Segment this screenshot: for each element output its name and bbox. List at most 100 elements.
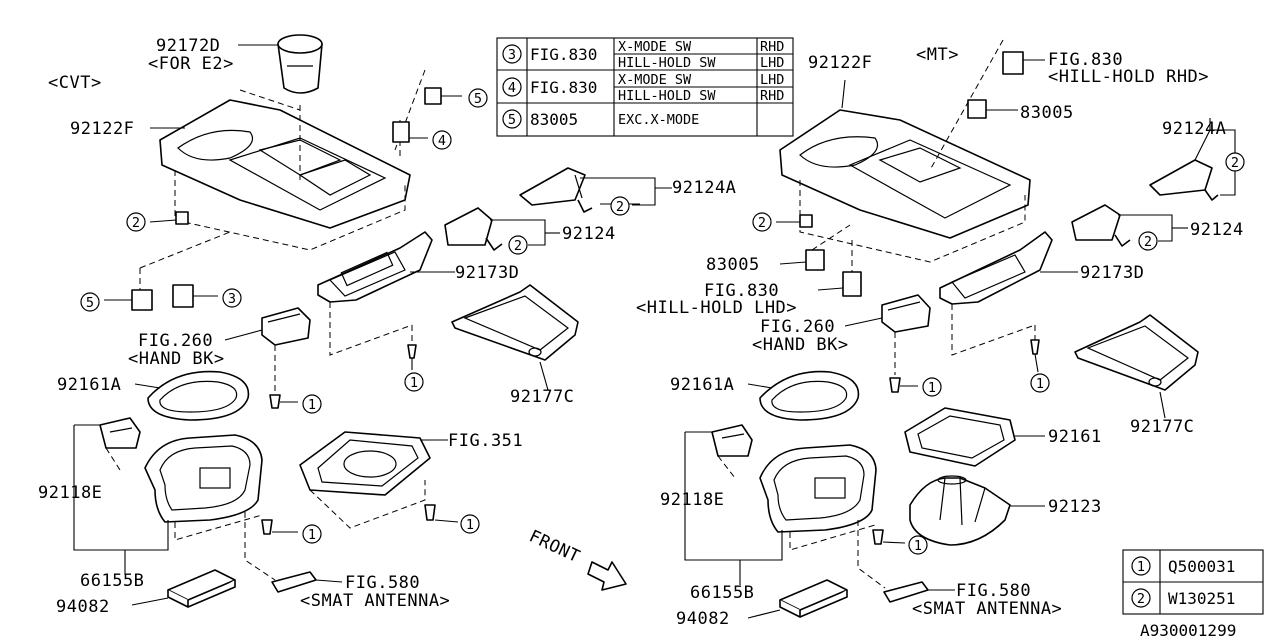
legend-callout-4 — [502, 77, 522, 97]
label-cvt-92124A: 92124A — [672, 178, 736, 198]
label-mt-fig830-lhd: FIG.830 — [704, 281, 779, 301]
legend-table-bottom: 1 Q500031 2 W130251 — [1122, 549, 1264, 615]
label-mt-92161A: 92161A — [670, 375, 734, 395]
switch-5 — [131, 289, 153, 311]
screw-mt-c — [872, 529, 884, 545]
screw-mt-a — [889, 377, 901, 393]
legend-num-1: 1 — [1137, 559, 1145, 575]
legend-desc-4a: X-MODE SW — [618, 72, 692, 88]
legend-desc-3b: HILL-HOLD SW — [618, 55, 716, 71]
tray-66155B-mt — [759, 444, 877, 533]
front-arrow-icon — [587, 561, 627, 591]
bezel-fig351 — [299, 431, 431, 496]
screw-mt-b — [1030, 339, 1040, 355]
switch-hill-hold-lhd — [842, 271, 862, 297]
switch-3 — [172, 284, 194, 308]
label-mt-92124: 92124 — [1190, 220, 1244, 240]
callout-2-92124A-mt: 2 — [1231, 155, 1239, 171]
mat-92177C-mt — [1074, 314, 1199, 391]
label-92172D: 92172D — [156, 36, 220, 56]
label-cvt-92177C: 92177C — [510, 387, 574, 407]
tray-66155B-cvt — [144, 434, 263, 523]
label-mt-92173D: 92173D — [1080, 263, 1144, 283]
callout-5-top: 5 — [474, 91, 482, 107]
callout-1-mt-b: 1 — [1036, 376, 1044, 392]
callout-1-mt-c: 1 — [914, 538, 922, 554]
box-92118E-mt — [711, 424, 753, 457]
legend-fig-3: FIG.830 — [530, 45, 597, 64]
label-mt-83005-a: 83005 — [1020, 103, 1074, 123]
legend-num-4: 4 — [508, 80, 516, 96]
callout-5-cvt: 5 — [86, 295, 94, 311]
label-mt-92123: 92123 — [1048, 497, 1102, 517]
legend-fig-5: 83005 — [530, 110, 578, 129]
console-top-92122F — [159, 99, 411, 229]
callout-2-92124A-cvt: 2 — [616, 199, 624, 215]
hand-brake-switch-mt — [881, 294, 931, 333]
label-cvt-92122F: 92122F — [70, 119, 134, 139]
callout-1-cvt-b: 1 — [308, 397, 316, 413]
screw-cvt-b — [269, 394, 281, 409]
clip-4 — [392, 121, 410, 143]
label-mt-fig830-top: FIG.830 — [1048, 50, 1123, 70]
boot-92123-mt — [909, 475, 1011, 546]
trim-92124A-mt — [1149, 159, 1213, 196]
legend-side-4a: LHD — [760, 72, 784, 88]
label-mt-smat-antenna: <SMAT ANTENNA> — [912, 599, 1062, 619]
smart-antenna-cvt — [271, 571, 317, 593]
legend-side-3b: LHD — [760, 55, 784, 71]
callout-1-mt-a: 1 — [928, 380, 936, 396]
label-mt-92122F: 92122F — [808, 53, 872, 73]
callout-2-92124-mt: 2 — [1144, 234, 1152, 250]
label-for-e2: <FOR E2> — [148, 54, 234, 74]
label-mt-66155B: 66155B — [690, 583, 754, 603]
front-direction-label: FRONT — [526, 526, 583, 567]
legend-fig-4: FIG.830 — [530, 78, 597, 97]
legend-num-3: 3 — [508, 47, 516, 63]
label-mt-92177C: 92177C — [1130, 417, 1194, 437]
legend-desc-4b: HILL-HOLD SW — [618, 88, 716, 104]
switch-83005-mt-b — [805, 249, 825, 271]
clip-2-cvt — [175, 211, 189, 225]
screw-cvt-c — [261, 519, 273, 535]
legend-callout-5 — [502, 109, 522, 129]
hand-brake-switch — [261, 307, 311, 346]
screw-cvt-d — [424, 504, 436, 521]
legend-callout-3 — [502, 44, 522, 64]
label-cvt-66155B: 66155B — [80, 571, 144, 591]
legend-num-5: 5 — [508, 112, 516, 128]
label-cvt-92173D: 92173D — [455, 263, 519, 283]
callout-3-cvt: 3 — [228, 291, 236, 307]
legend-part-1: Q500031 — [1168, 557, 1235, 576]
shift-boot-cup-92172D — [277, 34, 323, 94]
label-mt-92161: 92161 — [1048, 427, 1102, 447]
diagram-id: A930001299 — [1140, 621, 1236, 640]
trim-92124A-cvt — [519, 167, 586, 206]
callout-1-cvt-c: 1 — [308, 527, 316, 543]
label-hill-hold-lhd: <HILL-HOLD LHD> — [636, 298, 797, 318]
label-fig351: FIG.351 — [448, 431, 523, 451]
clip-2-mt — [799, 214, 813, 228]
legend-desc-3a: X-MODE SW — [618, 39, 692, 55]
label-cvt-hand-bk: <HAND BK> — [128, 349, 225, 369]
switch-hill-hold-rhd — [1002, 51, 1024, 75]
callout-4: 4 — [438, 133, 446, 149]
ring-92161A-mt — [759, 370, 860, 421]
trim-92124-mt — [1071, 204, 1121, 241]
legend-table-top: 3 FIG.830 X-MODE SW HILL-HOLD SW RHD LHD… — [496, 37, 794, 137]
label-mt-94082: 94082 — [676, 609, 730, 629]
callout-2-92124-cvt: 2 — [514, 238, 522, 254]
label-cvt-fig260: FIG.260 — [138, 331, 213, 351]
callout-2-cvt-a: 2 — [132, 215, 140, 231]
mt-section-label: <MT> — [916, 45, 959, 65]
label-mt-fig260: FIG.260 — [760, 317, 835, 337]
box-92118E-cvt — [99, 417, 141, 449]
mat-92177C-cvt — [451, 284, 579, 361]
legend-desc-5: EXC.X-MODE — [618, 112, 699, 128]
label-mt-hand-bk: <HAND BK> — [752, 335, 849, 355]
label-cvt-smat-antenna: <SMAT ANTENNA> — [300, 591, 450, 611]
screw-cvt-a — [407, 344, 417, 359]
label-mt-92124A: 92124A — [1162, 119, 1226, 139]
trim-92124-cvt — [444, 207, 493, 246]
